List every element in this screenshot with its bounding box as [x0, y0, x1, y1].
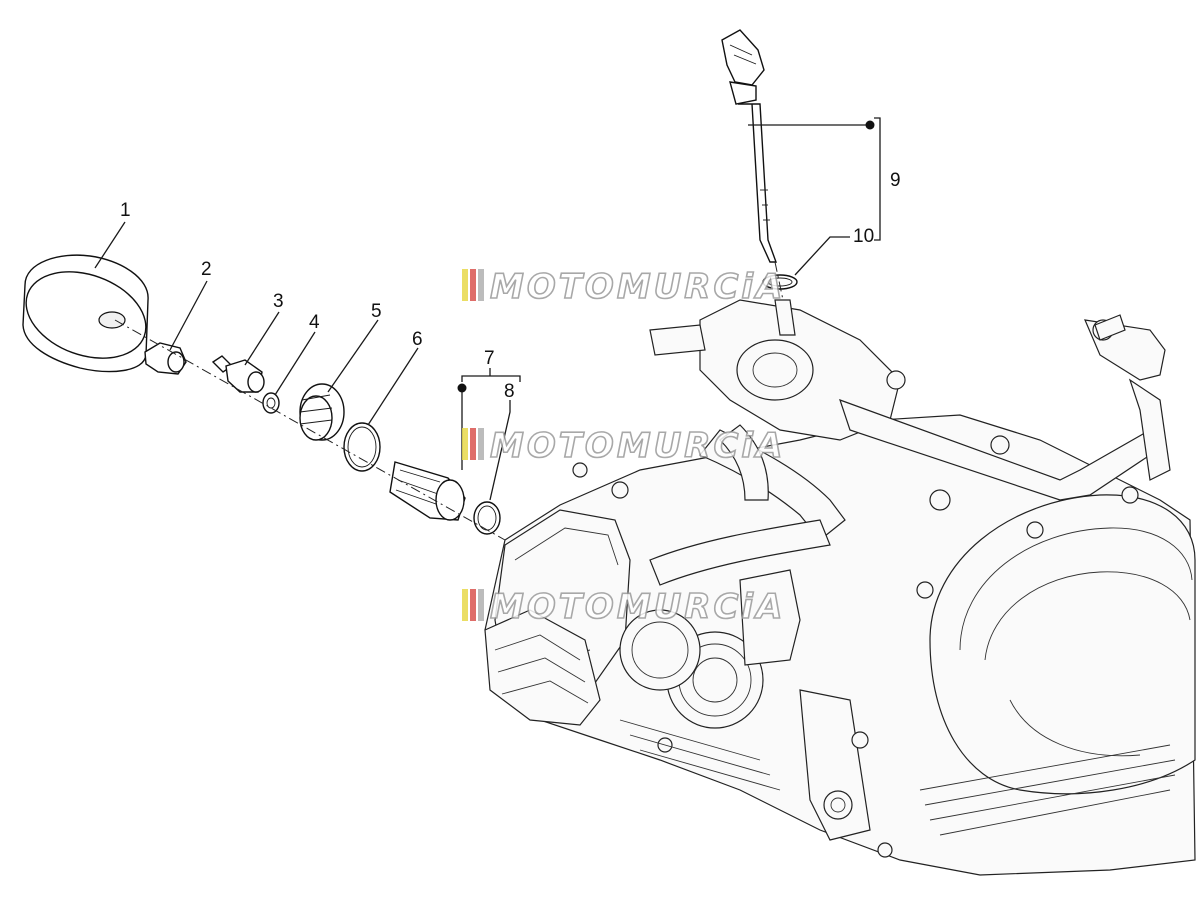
svg-text:MOTOMURCiA: MOTOMURCiA: [490, 426, 785, 466]
callout-6: 6: [412, 329, 423, 350]
watermark-top: MOTOMURCiA: [462, 266, 785, 308]
callout-2: 2: [201, 259, 212, 280]
callout-10: 10: [853, 226, 874, 247]
callout-8: 8: [504, 381, 515, 402]
oil-pre-filter: [389, 461, 466, 521]
engine-assembly: [484, 299, 1196, 876]
watermark-bottom: MOTOMURCiA: [462, 586, 785, 628]
oil-filter-nipple: [144, 342, 187, 375]
callout-labels: 1 2 3 4 5 6 7 8 9 10: [120, 170, 901, 402]
callout-7: 7: [484, 348, 495, 369]
svg-text:MOTOMURCiA: MOTOMURCiA: [490, 587, 785, 627]
dipstick-o-ring: [762, 274, 798, 290]
oil-filter: [22, 254, 149, 373]
watermark-middle: MOTOMURCiA: [462, 425, 785, 467]
assembly-axis-line: [114, 319, 506, 541]
callout-5: 5: [371, 301, 382, 322]
dipstick-axis-line: [774, 261, 784, 301]
svg-text:MOTOMURCiA: MOTOMURCiA: [490, 267, 785, 307]
sealing-washer: [262, 392, 280, 414]
callout-4: 4: [309, 312, 320, 333]
oil-pressure-sensor: [211, 355, 265, 393]
drain-plug: [299, 383, 345, 441]
callout-1: 1: [120, 200, 131, 221]
callout-3: 3: [273, 291, 284, 312]
drain-plug-o-ring: [343, 422, 381, 472]
callout-9: 9: [890, 170, 901, 191]
oil-dipstick: [721, 29, 777, 263]
